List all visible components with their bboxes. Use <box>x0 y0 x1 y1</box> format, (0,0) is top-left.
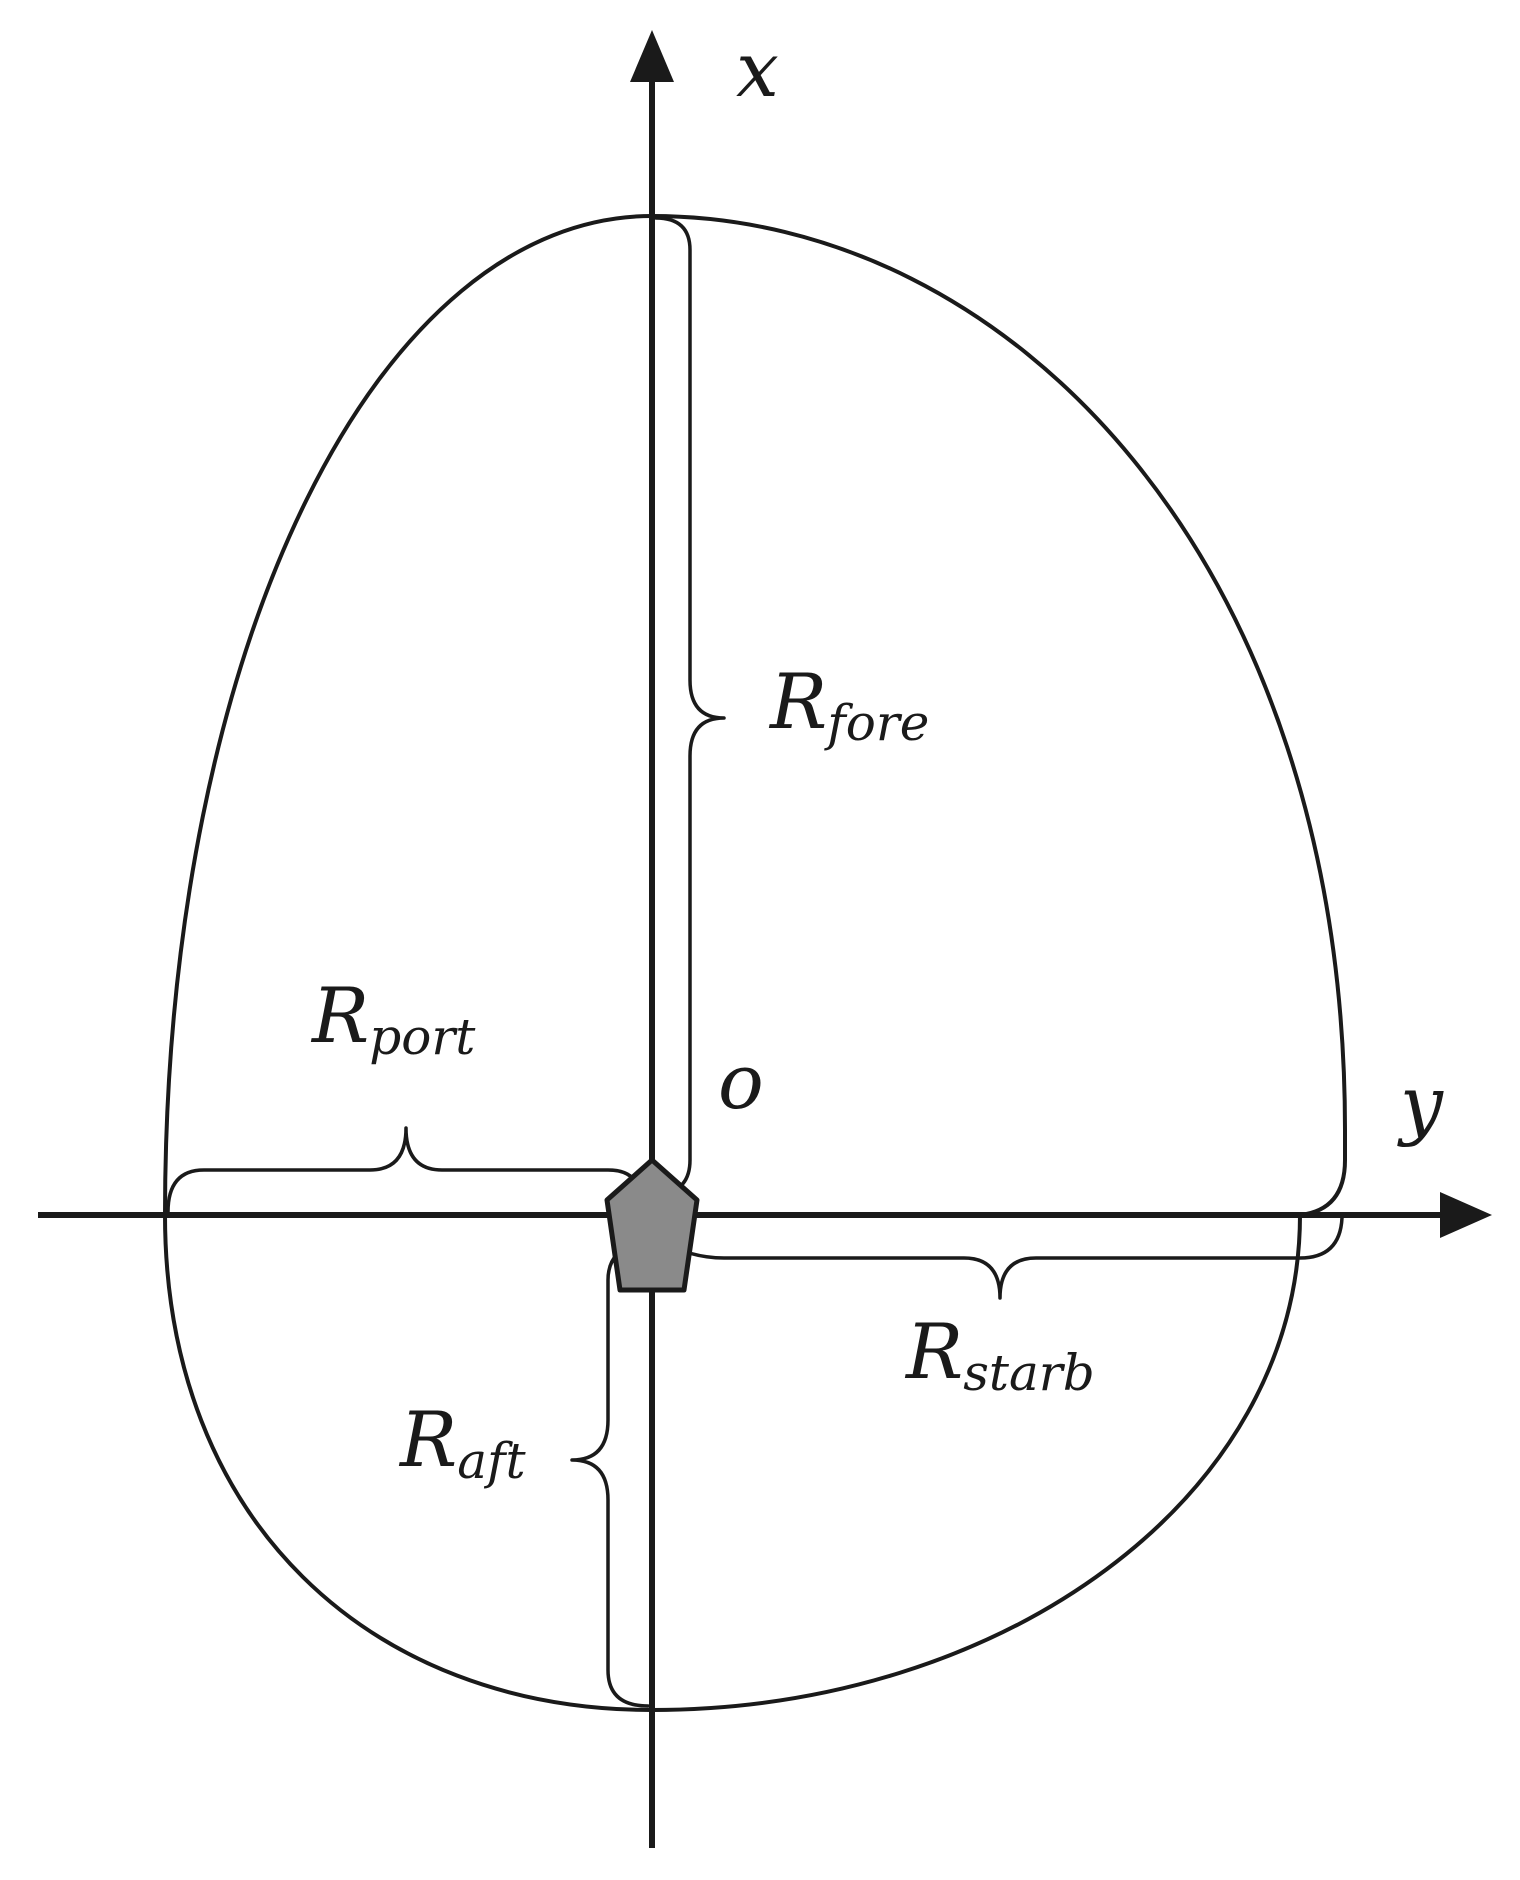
x-axis-label: x <box>736 25 779 114</box>
y-axis-label: y <box>1397 1059 1444 1148</box>
brace-starb <box>658 1216 1344 1300</box>
brace-fore <box>654 216 726 1196</box>
own-ship-icon <box>604 1157 700 1293</box>
brace-aft <box>570 1240 650 1708</box>
r-aft-label: Raft <box>398 1395 527 1490</box>
brace-port <box>166 1126 642 1214</box>
domain-boundary <box>162 213 1347 1713</box>
r-starb-label: Rstarb <box>904 1307 1095 1402</box>
x-axis-arrowhead <box>630 30 674 82</box>
r-port-label: Rport <box>310 971 476 1066</box>
r-fore-label: Rfore <box>768 657 929 752</box>
y-axis-arrowhead <box>1440 1192 1492 1238</box>
origin-label: o <box>718 1037 764 1126</box>
